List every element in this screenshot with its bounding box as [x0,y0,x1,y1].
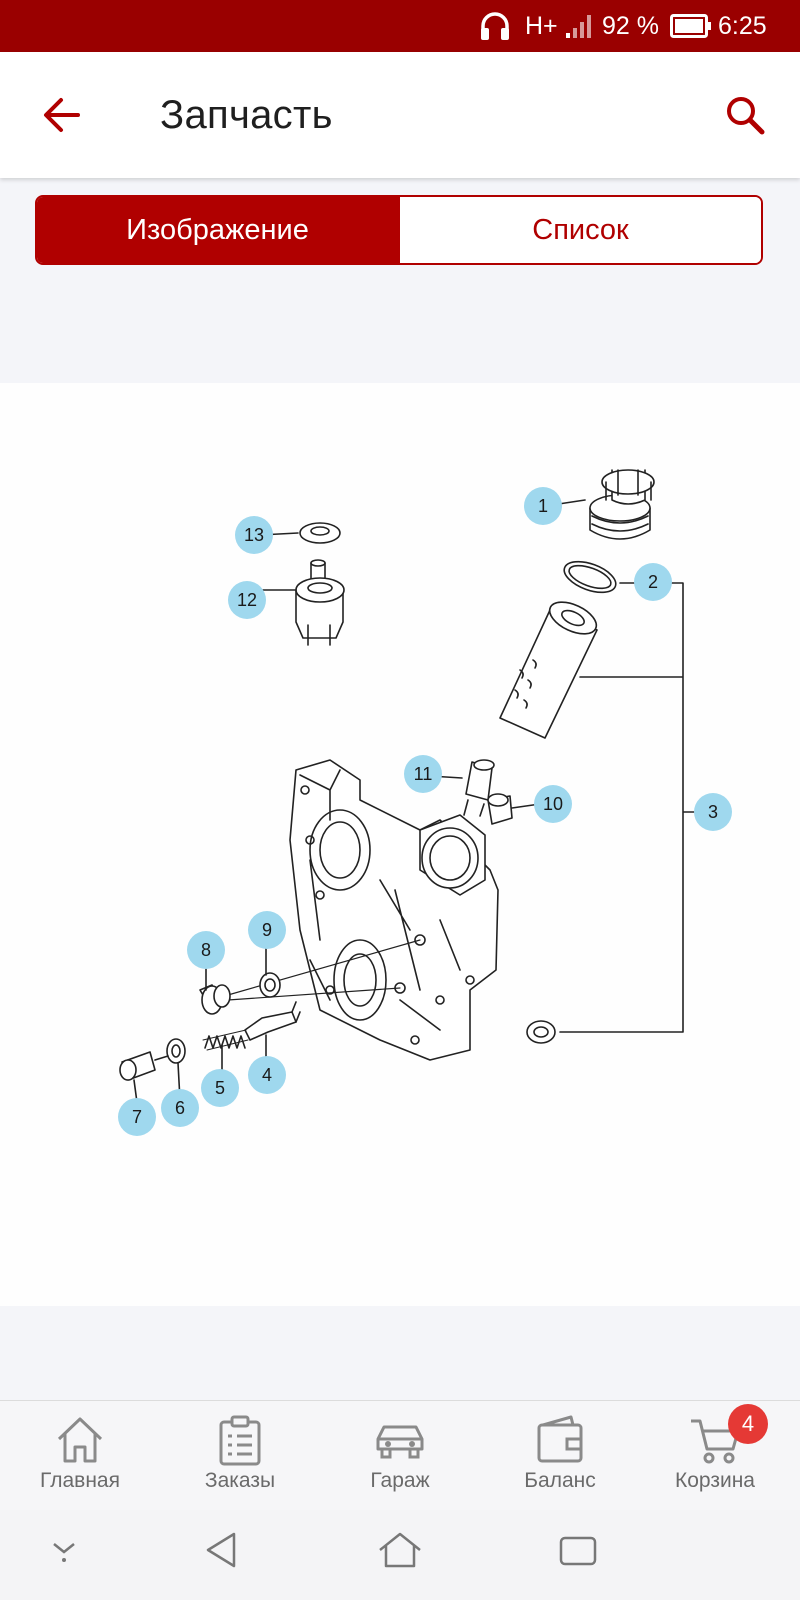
clipboard-icon [219,1415,261,1466]
car-icon [376,1425,424,1459]
callout-12-label: 12 [237,590,257,610]
status-bar: H+ 92 % 6:25 [0,0,800,52]
arrow-left-icon [44,98,80,132]
callout-6[interactable]: 6 [161,1089,199,1127]
callout-4[interactable]: 4 [248,1056,286,1094]
callout-11[interactable]: 11 [404,755,442,793]
system-nav-bar [0,1510,800,1600]
nav-home-label: Главная [40,1469,120,1492]
callout-9-label: 9 [262,920,272,940]
home-icon [57,1417,103,1463]
battery-icon [670,0,712,52]
page-title: Запчасть [160,93,333,137]
bottom-nav: Главная Заказы Гараж Баланс К [0,1400,800,1511]
recents-nav-icon[interactable] [556,1528,600,1577]
home-nav-icon[interactable] [376,1528,424,1577]
tab-list[interactable]: Список [398,197,761,263]
network-type: H+ [525,11,558,40]
tab-image[interactable]: Изображение [37,197,398,263]
callout-4-label: 4 [262,1065,272,1085]
exploded-view-drawing: 1 2 3 4 5 6 7 8 9 10 11 12 13 [118,469,732,1136]
view-toggle: Изображение Список [35,195,763,265]
nav-home[interactable]: Главная [10,1401,150,1511]
nav-orders-label: Заказы [204,1469,276,1492]
callout-1-label: 1 [538,496,548,516]
battery-level: 92 % [602,11,659,40]
callout-3-label: 3 [708,802,718,822]
back-button[interactable] [36,88,90,142]
back-nav-icon[interactable] [200,1528,244,1577]
callout-13[interactable]: 13 [235,516,273,554]
collapse-icon[interactable] [44,1528,84,1573]
callout-2-label: 2 [648,572,658,592]
callout-1[interactable]: 1 [524,487,562,525]
headphones-icon [478,0,512,52]
callout-5-label: 5 [215,1078,225,1098]
callout-8[interactable]: 8 [187,931,225,969]
callout-12[interactable]: 12 [228,581,266,619]
wallet-icon [537,1415,583,1463]
callout-10[interactable]: 10 [534,785,572,823]
callout-6-label: 6 [175,1098,185,1118]
callout-2[interactable]: 2 [634,563,672,601]
callout-10-label: 10 [543,794,563,814]
nav-garage[interactable]: Гараж [330,1401,470,1511]
search-icon [727,97,765,135]
signal-icon [565,0,593,52]
nav-cart-label: Корзина [675,1469,755,1492]
nav-balance-label: Баланс [524,1469,596,1492]
callout-3[interactable]: 3 [694,793,732,831]
nav-orders[interactable]: Заказы [170,1401,310,1511]
callout-9[interactable]: 9 [248,911,286,949]
callout-7[interactable]: 7 [118,1098,156,1136]
clock: 6:25 [718,11,767,40]
nav-garage-label: Гараж [370,1469,430,1492]
callout-7-label: 7 [132,1107,142,1127]
cart-badge: 4 [728,1404,768,1444]
search-button[interactable] [718,88,772,142]
callout-5[interactable]: 5 [201,1069,239,1107]
parts-diagram: 1 2 3 4 5 6 7 8 9 10 11 12 13 [0,383,800,1306]
callout-13-label: 13 [244,525,264,545]
app-bar: Запчасть [0,52,800,178]
callout-11-label: 11 [414,764,433,784]
callout-8-label: 8 [201,940,211,960]
nav-balance[interactable]: Баланс [490,1401,630,1511]
